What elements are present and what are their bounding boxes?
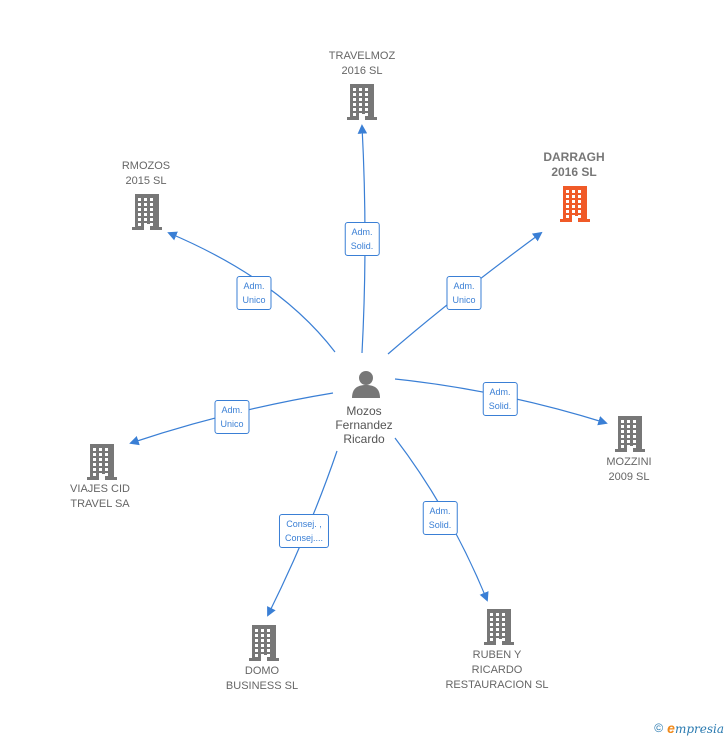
edge-label-line: Consej. , <box>286 519 322 529</box>
company-label-line: TRAVEL SA <box>70 498 130 510</box>
company-label-line: RESTAURACION SL <box>445 679 549 691</box>
person-name-line-1: Mozos <box>346 404 382 418</box>
edge-label-ruben-ricardo[interactable]: Adm. Solid. <box>422 501 458 535</box>
brand-name: mpresia <box>674 722 724 736</box>
edge-label-line: Adm. <box>221 405 243 415</box>
company-label-line: 2015 SL <box>125 175 167 187</box>
edge-label-line: Solid. <box>428 520 452 530</box>
edge-label-line: Adm. <box>489 387 511 397</box>
edge-label-line: Unico <box>452 295 476 305</box>
building-icon[interactable] <box>249 625 279 666</box>
person-name-line-2: Fernandez <box>335 418 393 432</box>
edge-label-line: Adm. <box>453 281 475 291</box>
edge-label-line: Adm. <box>351 227 373 237</box>
company-label-line: DARRAGH <box>543 150 605 164</box>
company-label-travelmoz[interactable]: TRAVELMOZ 2016 SL <box>329 49 395 79</box>
edge-label-line: Solid. <box>488 401 512 411</box>
company-label-line: 2016 SL <box>341 65 383 77</box>
brand-initial: e <box>667 720 675 736</box>
copyright-icon: © <box>654 721 664 735</box>
company-label-line: RICARDO <box>471 664 523 676</box>
company-label-viajes-cid[interactable]: VIAJES CID TRAVEL SA <box>70 482 130 512</box>
company-label-line: 2009 SL <box>608 471 650 483</box>
company-label-domo[interactable]: DOMO BUSINESS SL <box>226 664 298 694</box>
edge-label-darragh[interactable]: Adm. Unico <box>446 276 482 310</box>
company-label-rmozos[interactable]: RMOZOS 2015 SL <box>122 159 170 189</box>
company-label-line: 2016 SL <box>551 165 597 179</box>
edge-label-line: Adm. <box>429 506 451 516</box>
brand-logo: empresia <box>667 720 724 736</box>
building-icon[interactable] <box>132 194 162 235</box>
edge-label-line: Consej.... <box>284 533 324 543</box>
company-label-line: MOZZINI <box>606 456 652 468</box>
edge-label-viajes-cid[interactable]: Adm. Unico <box>214 400 250 434</box>
edge-label-line: Unico <box>220 419 244 429</box>
company-label-line: RMOZOS <box>121 160 171 172</box>
person-name-line-3: Ricardo <box>343 432 385 446</box>
building-icon[interactable] <box>484 609 514 650</box>
edge-label-domo[interactable]: Consej. , Consej.... <box>278 514 330 548</box>
building-icon[interactable] <box>347 84 377 125</box>
edge-label-mozzini[interactable]: Adm. Solid. <box>482 382 518 416</box>
footer-brand: © empresia <box>654 720 724 736</box>
person-icon[interactable] <box>351 369 381 404</box>
company-label-line: BUSINESS SL <box>225 680 299 692</box>
edge-label-rmozos[interactable]: Adm. Unico <box>236 276 272 310</box>
company-label-darragh[interactable]: DARRAGH 2016 SL <box>543 150 604 180</box>
building-icon[interactable] <box>615 416 645 457</box>
company-label-mozzini[interactable]: MOZZINI 2009 SL <box>606 455 651 485</box>
building-icon[interactable] <box>87 444 117 485</box>
edge-label-line: Unico <box>242 295 266 305</box>
company-label-ruben-ricardo[interactable]: RUBEN Y RICARDO RESTAURACION SL <box>445 648 548 693</box>
edge-label-line: Solid. <box>350 241 374 251</box>
building-icon-highlight[interactable] <box>560 186 590 227</box>
company-label-line: RUBEN Y <box>472 649 522 661</box>
company-label-line: TRAVELMOZ <box>328 50 396 62</box>
company-label-line: DOMO <box>244 665 280 677</box>
edge-label-travelmoz[interactable]: Adm. Solid. <box>344 222 380 256</box>
person-name-label[interactable]: Mozos Fernandez Ricardo <box>335 404 392 446</box>
company-label-line: VIAJES CID <box>70 483 130 495</box>
edge-label-line: Adm. <box>243 281 265 291</box>
